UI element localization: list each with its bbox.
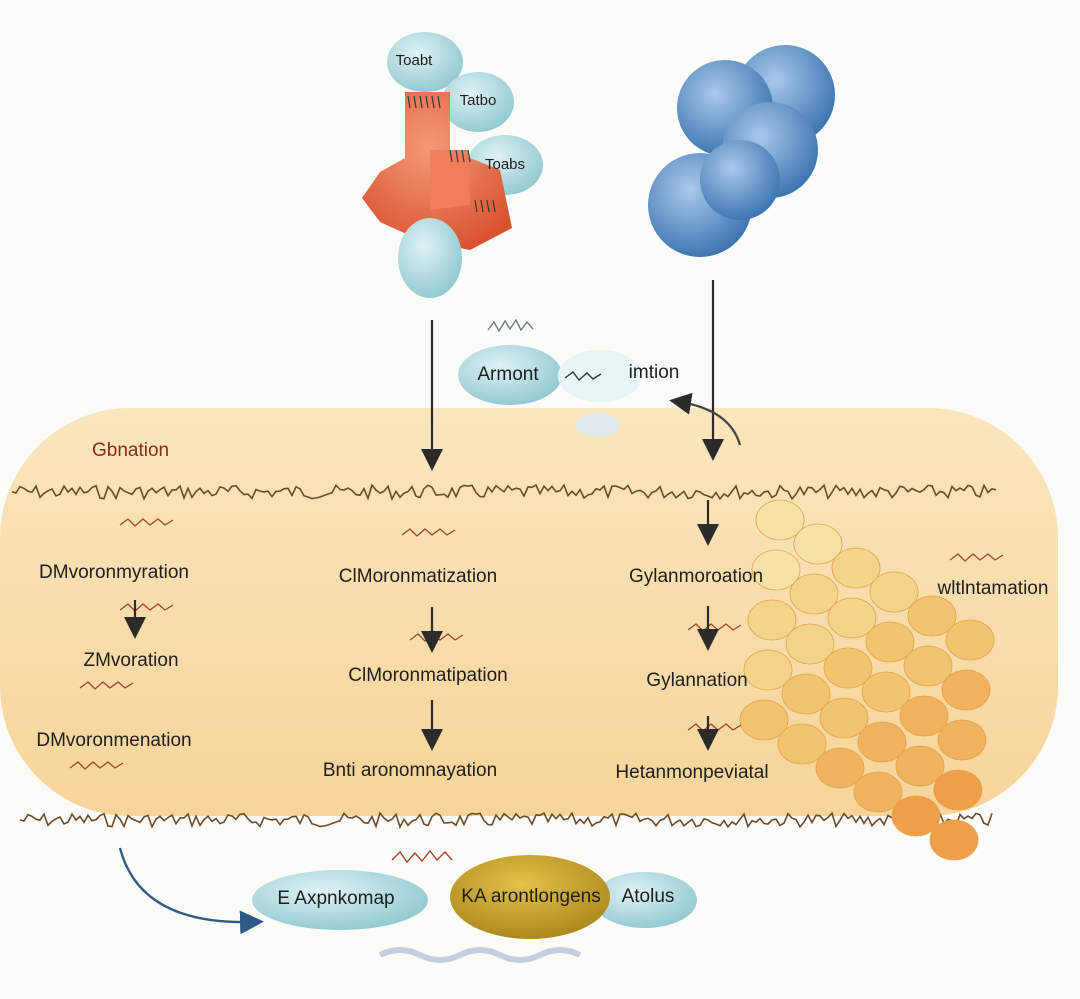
bottom-center-label: KA arontlongens bbox=[461, 886, 601, 907]
bottom-complex bbox=[252, 849, 697, 963]
lower-membrane bbox=[19, 811, 993, 829]
blue-protein-complex bbox=[648, 45, 835, 257]
upper-membrane bbox=[11, 483, 997, 501]
col3-step3-label: Hetanmonpeviatal bbox=[615, 762, 769, 783]
top-protein-label: Toabt bbox=[395, 52, 433, 69]
red-protein-complex bbox=[362, 32, 543, 298]
col1-step2-label: ZMvoration bbox=[83, 650, 179, 671]
col3-step1-label: Gylanmoroation bbox=[628, 566, 764, 587]
top-protein-sub-label-2: Toabs bbox=[484, 156, 526, 173]
bottom-right-label: Atolus bbox=[621, 886, 675, 907]
col3-step2-label: Gylannation bbox=[646, 670, 748, 691]
bottom-left-label: E Axpnkomap bbox=[277, 888, 395, 909]
side-label: wltlntamation bbox=[937, 578, 1049, 599]
col1-step1-label: DMvoronmyration bbox=[39, 562, 189, 583]
col2-step2-label: ClMoronmatipation bbox=[348, 665, 508, 686]
filament-stack bbox=[739, 499, 995, 861]
armont-cluster bbox=[458, 318, 642, 437]
armont-label: Armont bbox=[477, 364, 539, 385]
col2-step1-label: ClMoronmatization bbox=[338, 566, 498, 587]
arrows bbox=[118, 280, 742, 935]
col1-step3-label: DMvoronmenation bbox=[36, 730, 192, 751]
region-title: Gbnation bbox=[92, 440, 170, 461]
imtion-label: imtion bbox=[628, 362, 680, 383]
top-protein-sub-label-1: Tatbo bbox=[459, 92, 497, 109]
squiggle-marks bbox=[69, 518, 1004, 770]
col2-step3-label: Bnti aronomnayation bbox=[322, 760, 498, 781]
